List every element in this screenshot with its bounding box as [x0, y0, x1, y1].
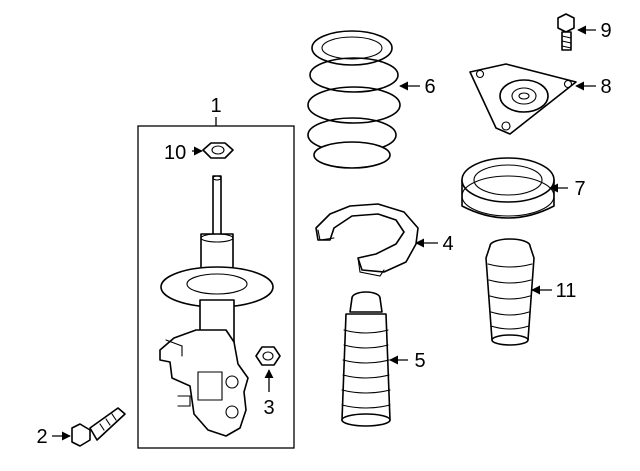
- coil-spring[interactable]: [307, 30, 401, 169]
- strut-mount[interactable]: [469, 63, 577, 135]
- mount-bolt[interactable]: [557, 13, 575, 51]
- callout-3[interactable]: 3: [263, 397, 274, 419]
- callout-6[interactable]: 6: [424, 76, 435, 98]
- callout-7[interactable]: 7: [574, 178, 585, 200]
- callout-8[interactable]: 8: [600, 76, 611, 98]
- spring-insulator[interactable]: [315, 203, 419, 277]
- knuckle-bolt[interactable]: [71, 407, 126, 447]
- callout-2[interactable]: 2: [36, 426, 47, 448]
- callout-4[interactable]: 4: [442, 233, 453, 255]
- strut-top-nut[interactable]: [202, 142, 234, 159]
- upper-spring-seat[interactable]: [461, 157, 555, 219]
- callout-5[interactable]: 5: [414, 350, 425, 372]
- callout-9[interactable]: 9: [600, 20, 611, 42]
- callout-10[interactable]: 10: [164, 142, 186, 164]
- bump-stop[interactable]: [485, 238, 535, 346]
- callout-11[interactable]: 11: [556, 280, 577, 302]
- dust-boot[interactable]: [341, 291, 391, 427]
- strut-shock-absorber[interactable]: [159, 175, 274, 437]
- callout-1[interactable]: 1: [210, 95, 221, 117]
- strut-assembly-group: 1 10: [137, 95, 295, 449]
- knuckle-nut[interactable]: [255, 346, 281, 366]
